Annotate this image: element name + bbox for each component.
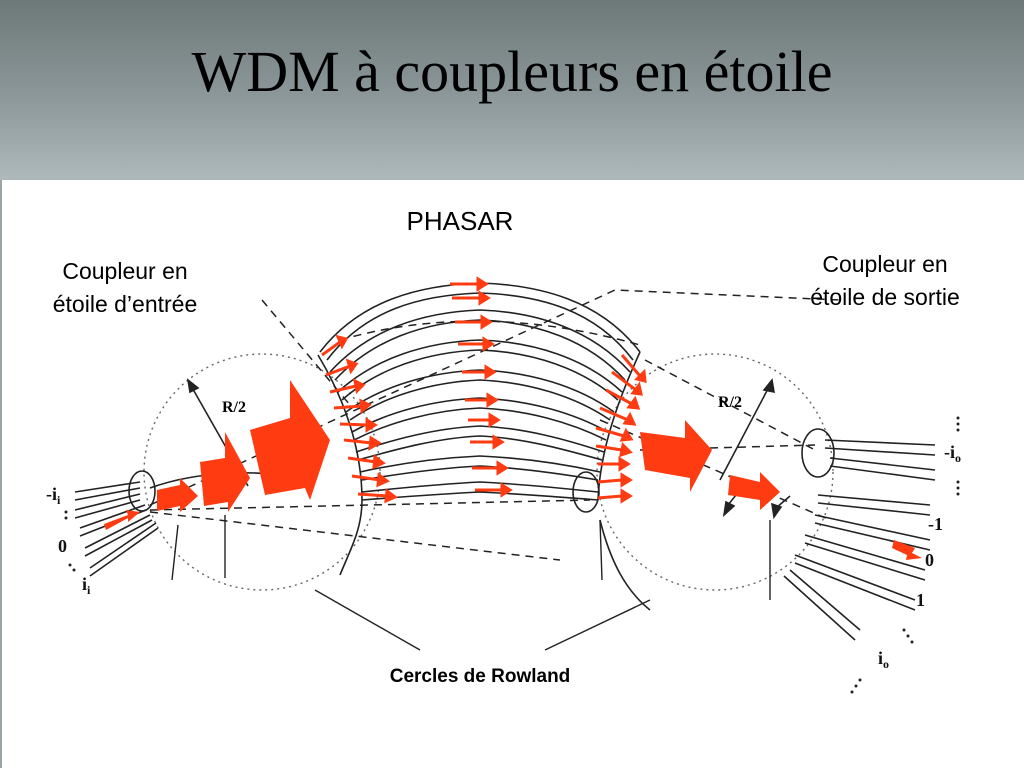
rowland-circle-output [596,353,834,591]
input-power-arrows [157,380,330,512]
output-port-1: 1 [916,590,925,610]
output-port-0: 0 [925,550,934,570]
rowland-circle-input [143,353,381,591]
output-port-minus-1: -1 [928,514,943,534]
input-coupler-label: Coupleur en étoile d’entrée [52,258,198,317]
title-bar [0,0,1024,180]
construction-lines [149,289,841,561]
array-propagation-arrows [450,276,513,498]
output-port-labels: -io -1 0 1 io [878,442,961,671]
input-port-0: 0 [58,536,67,556]
input-port-minus-i: -ii [46,484,61,507]
input-waveguides [74,481,159,577]
continuation-dots [64,416,960,694]
output-side-arrows [595,354,647,504]
phasar-label: PHASAR [406,206,514,236]
output-port-i: io [878,648,889,671]
output-port-minus-i: -io [944,442,961,465]
leader-lines [171,515,771,651]
input-side-arrows [321,334,398,504]
output-coupler-label: Coupleur en étoile de sortie [810,251,960,310]
input-coupler-outline [128,354,363,576]
slide-title: WDM à coupleurs en étoile [191,39,833,104]
output-waveguides [783,439,936,641]
output-power-arrows [104,420,922,560]
radius-label-output: R/2 [718,394,742,411]
slide-content [0,180,1024,768]
input-port-labels: -ii 0 ii [46,484,91,597]
radius-label-input: R/2 [222,399,246,416]
rowland-circles-label: Cercles de Rowland [389,666,571,687]
input-port-i: ii [82,574,91,597]
